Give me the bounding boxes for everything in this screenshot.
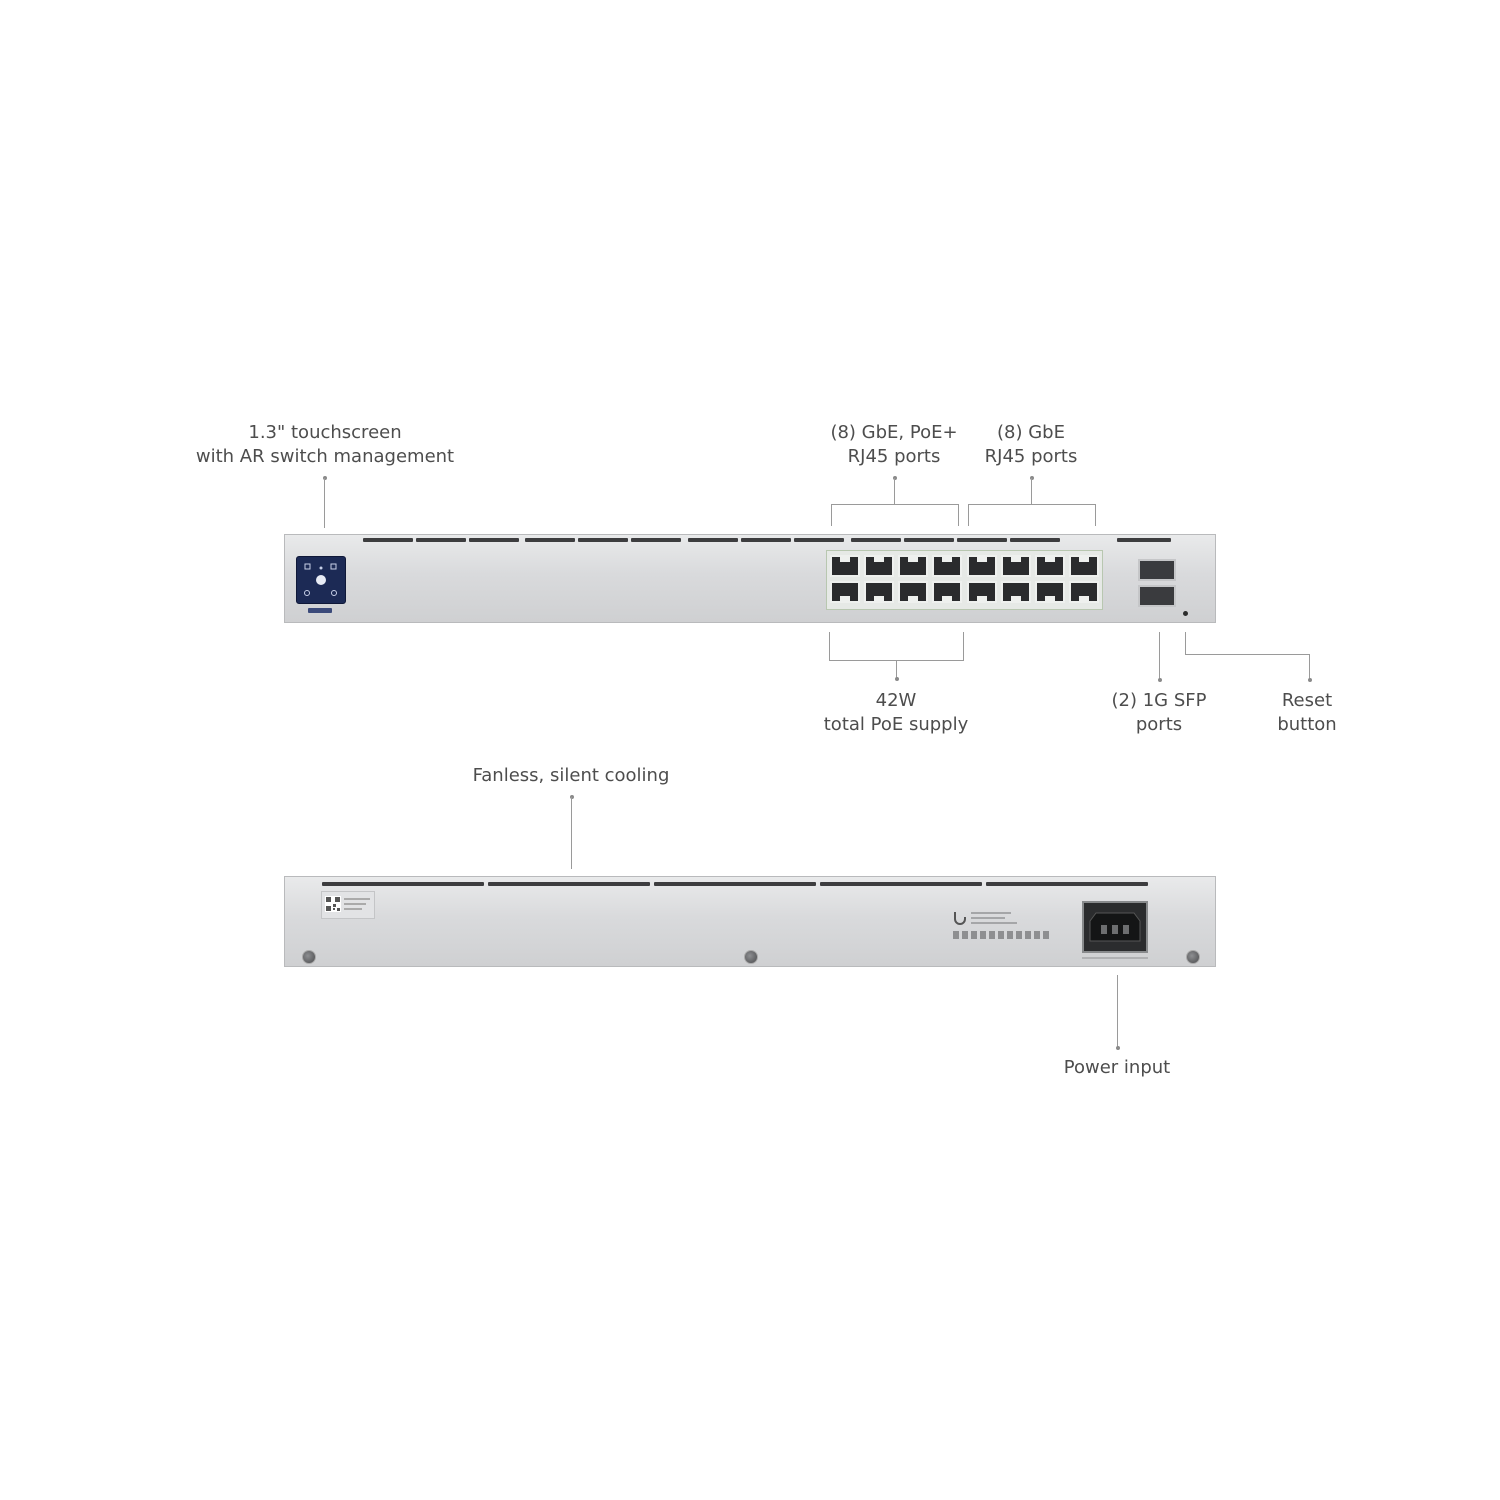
rj45-port-gbe[interactable] [1001,581,1031,603]
rj45-port-poe[interactable] [932,555,962,577]
rj45-port-gbe[interactable] [1035,555,1065,577]
rj45-port-gbe[interactable] [967,555,997,577]
leader-touchscreen [324,478,325,528]
bracket-gbe-ports [968,504,1096,505]
callout-sfp-ports: (2) 1G SFP ports [1099,689,1219,737]
power-inlet[interactable] [1082,901,1148,953]
callout-touchscreen: 1.3" touchscreen with AR switch manageme… [190,421,460,469]
callout-reset: Reset button [1257,689,1357,737]
serial-sticker [321,891,375,919]
callout-poe-supply: 42W total PoE supply [806,689,986,737]
callout-cooling-line1: Fanless, silent cooling [472,765,670,786]
callout-poe-ports-line1: (8) GbE, PoE+ [830,422,958,443]
leader-sfp [1159,632,1160,680]
rj45-port-gbe[interactable] [1069,581,1099,603]
callout-cooling: Fanless, silent cooling [461,764,681,788]
callout-reset-line2: button [1277,714,1337,735]
callout-poe-ports-line2: RJ45 ports [847,446,941,467]
leader-reset [1185,632,1186,655]
power-socket-icon [1089,912,1141,942]
touchscreen-icon [304,563,337,596]
touchscreen[interactable] [296,556,346,604]
bracket-poe-ports [831,504,959,505]
rj45-port-poe[interactable] [932,581,962,603]
switch-rear-panel [284,876,1216,967]
callout-gbe-ports-line2: RJ45 ports [984,446,1078,467]
qr-code-icon [325,896,341,912]
sfp-port[interactable] [1138,585,1176,607]
callout-sfp-ports-line1: (2) 1G SFP [1111,690,1207,711]
callout-power-line1: Power input [1063,1057,1171,1078]
regulatory-label [951,909,1057,945]
model-badge [308,608,332,613]
leader-power [1117,975,1118,1047]
ubiquiti-logo-icon [954,912,966,925]
rj45-port-poe[interactable] [898,581,928,603]
sfp-port[interactable] [1138,559,1176,581]
reset-button[interactable] [1183,611,1188,616]
callout-touchscreen-line1: 1.3" touchscreen [248,422,402,443]
rj45-port-poe[interactable] [830,555,860,577]
callout-poe-ports: (8) GbE, PoE+ RJ45 ports [814,421,974,469]
callout-sfp-ports-line2: ports [1135,714,1183,735]
callout-gbe-ports: (8) GbE RJ45 ports [966,421,1096,469]
rj45-port-gbe[interactable] [967,581,997,603]
rj45-port-poe[interactable] [864,581,894,603]
leader-cooling [571,797,572,869]
rj45-port-poe[interactable] [898,555,928,577]
rj45-port-poe[interactable] [830,581,860,603]
rj45-port-gbe[interactable] [1035,581,1065,603]
switch-front-panel [284,534,1216,623]
rj45-port-poe[interactable] [864,555,894,577]
rj45-port-gbe[interactable] [1001,555,1031,577]
callout-gbe-ports-line1: (8) GbE [997,422,1065,443]
callout-touchscreen-line2: with AR switch management [195,446,455,467]
rj45-port-gbe[interactable] [1069,555,1099,577]
screw [1186,950,1200,964]
callout-poe-supply-line2: total PoE supply [823,714,969,735]
screw [302,950,316,964]
screw [744,950,758,964]
callout-power: Power input [1047,1056,1187,1080]
callout-reset-line1: Reset [1281,690,1333,711]
callout-poe-supply-line1: 42W [875,690,917,711]
